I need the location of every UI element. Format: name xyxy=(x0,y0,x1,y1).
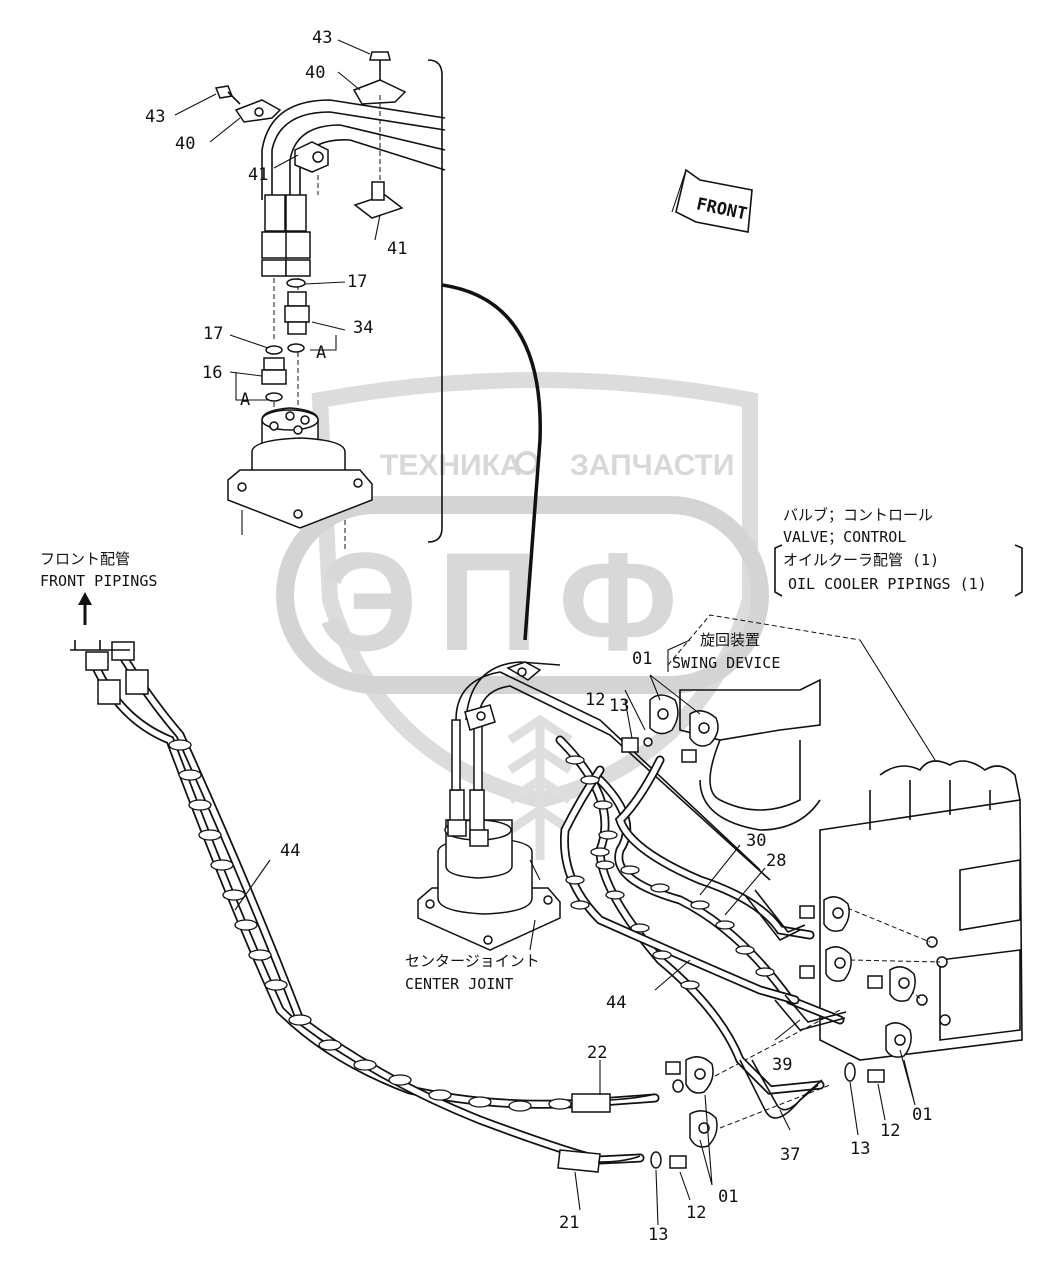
callout-40-left: 40 xyxy=(175,134,195,154)
valve-jp: バルブ；コントロール xyxy=(783,506,933,524)
callout-17-right: 17 xyxy=(347,272,367,292)
front-direction-arrow: FRONT xyxy=(671,168,753,233)
front-hose-pair xyxy=(70,592,660,1173)
center-joint-en: CENTER JOINT xyxy=(405,975,513,993)
callout-37: 37 xyxy=(780,1145,800,1165)
callout-16: 16 xyxy=(202,363,222,383)
callout-39: 39 xyxy=(772,1055,792,1075)
callout-A-right: A xyxy=(316,343,326,363)
callout-12-top: 12 xyxy=(585,690,605,710)
valve-en: VALVE；CONTROL xyxy=(783,528,906,546)
callout-43-top: 43 xyxy=(312,28,332,48)
watermark-text-right: ЗАПЧАСТИ xyxy=(570,449,734,482)
callout-30: 30 xyxy=(746,831,766,851)
callout-labels: 43 40 43 40 41 41 17 17 34 A 16 A 44 30 … xyxy=(145,28,932,1245)
control-valve xyxy=(819,639,1023,1061)
oil-cooler-en: OIL COOLER PIPINGS (1) xyxy=(788,575,987,593)
callout-13-bottom: 13 xyxy=(648,1225,668,1245)
callout-12-right: 12 xyxy=(880,1121,900,1141)
callout-01-bottom: 01 xyxy=(718,1187,738,1207)
callout-44-mid: 44 xyxy=(606,993,626,1013)
callout-22: 22 xyxy=(587,1043,607,1063)
callout-34: 34 xyxy=(353,318,373,338)
watermark-text-left: ТЕХНИКА xyxy=(380,449,522,482)
front-arrow-label: FRONT xyxy=(695,194,749,224)
swing-device-jp: 旋回装置 xyxy=(700,631,760,649)
oil-cooler-jp: オイルクーラ配管 (1) xyxy=(783,551,939,569)
callout-21: 21 xyxy=(559,1213,579,1233)
callout-40-top: 40 xyxy=(305,63,325,83)
front-pipings-en: FRONT PIPINGS xyxy=(40,572,157,590)
callout-44-left: 44 xyxy=(280,841,300,861)
center-joint-main xyxy=(417,661,771,951)
notes: フロント配管 FRONT PIPINGS バルブ；コントロール VALVE；CO… xyxy=(40,506,987,993)
leader-lines xyxy=(174,39,1023,1226)
center-joint-jp: センタージョイント xyxy=(405,952,540,970)
watermark: ТЕХНИКА ЗАПЧАСТИ ЭПФ xyxy=(276,372,769,860)
callout-41-clamp: 41 xyxy=(248,165,268,185)
callout-28: 28 xyxy=(766,851,786,871)
detail-view xyxy=(214,51,446,550)
front-pipings-jp: フロント配管 xyxy=(40,550,130,568)
callout-17-left: 17 xyxy=(203,324,223,344)
callout-A-left: A xyxy=(240,390,250,410)
mid-hoses xyxy=(555,735,847,1119)
hose-ribs-mid xyxy=(565,755,775,990)
flanges xyxy=(621,694,916,1169)
callout-43-left: 43 xyxy=(145,107,165,127)
callout-13-top: 13 xyxy=(609,696,629,716)
callout-01-right: 01 xyxy=(912,1105,932,1125)
hose-ribs-left xyxy=(168,739,572,1112)
watermark-big-text: ЭПФ xyxy=(318,523,698,680)
callout-12-bottom: 12 xyxy=(686,1203,706,1223)
callout-41-bracket: 41 xyxy=(387,239,407,259)
callout-13-right: 13 xyxy=(850,1139,870,1159)
callout-01-top: 01 xyxy=(632,649,652,669)
detail-bracket xyxy=(427,59,542,641)
swing-device xyxy=(667,614,861,831)
swing-device-en: SWING DEVICE xyxy=(672,654,780,672)
